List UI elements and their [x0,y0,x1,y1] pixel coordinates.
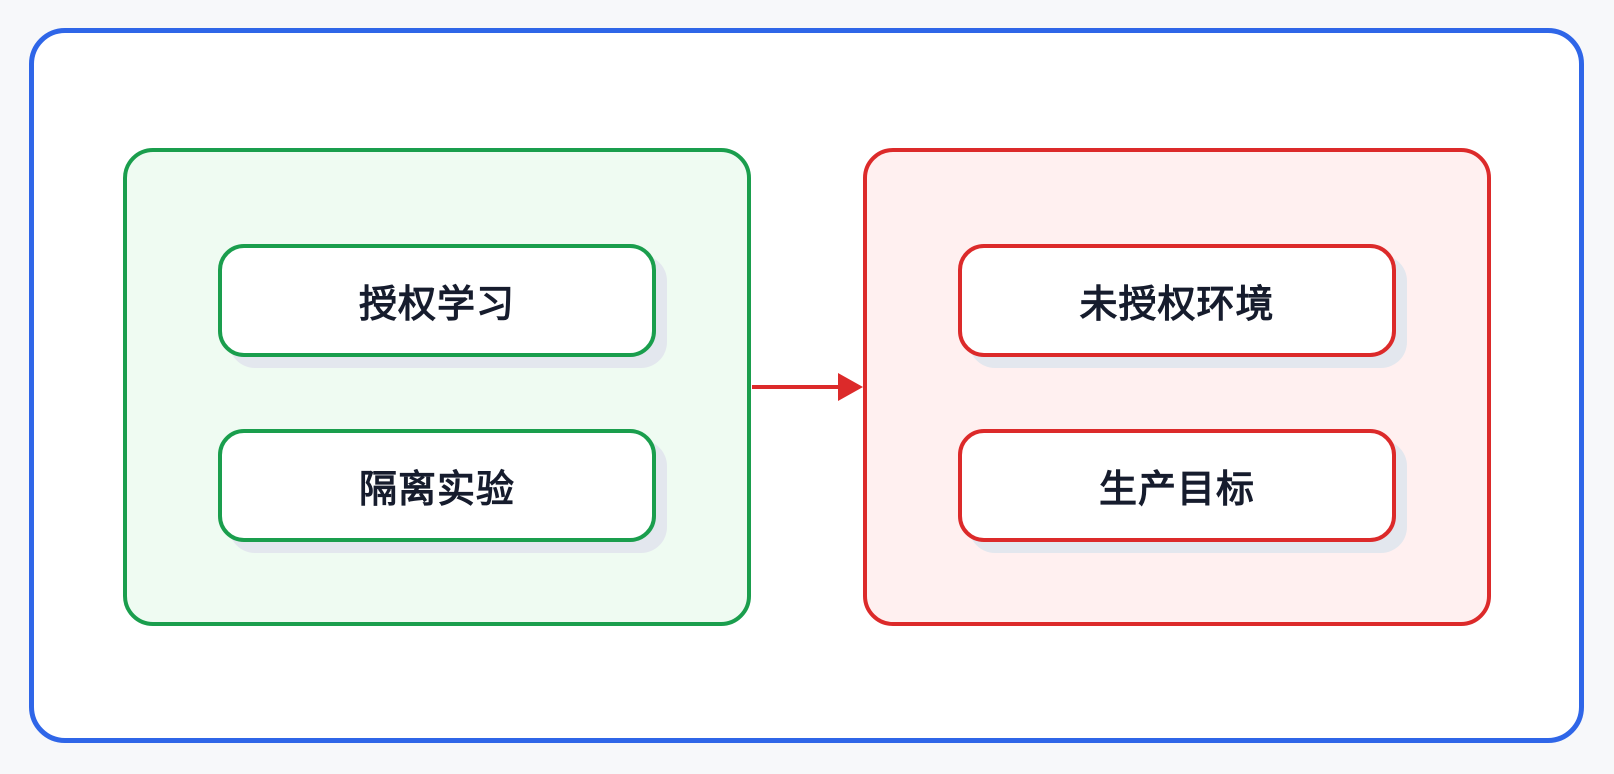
right-group: 未授权环境 生产目标 [863,148,1491,626]
left-group: 授权学习 隔离实验 [123,148,751,626]
node-authorized-learning: 授权学习 [218,244,656,357]
node-isolated-experiment: 隔离实验 [218,429,656,542]
node-unauthorized-environment: 未授权环境 [958,244,1396,357]
node-production-target: 生产目标 [958,429,1396,542]
